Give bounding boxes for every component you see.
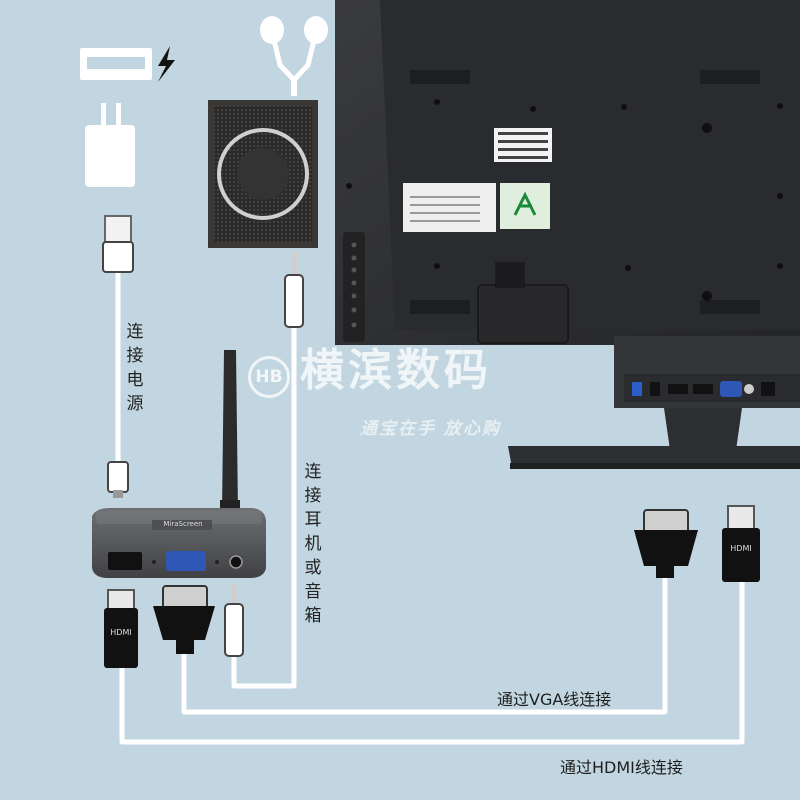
vga-cable [181,560,668,715]
audio-jack [229,555,243,569]
vga-label: 通过VGA线连接 [497,690,612,709]
watermark-subtitle: 通宝在手 放心购 [360,419,501,439]
usb-port-icon [80,48,152,80]
hdmi-plug-tv [722,505,760,582]
hdmi-plug-device [104,589,138,668]
tv-stand-base [508,446,800,468]
cables [115,270,745,745]
tv-back-panel [335,0,800,469]
hdmi-plug-device-text: HDMI [110,628,132,637]
tv-ports [632,381,775,397]
vga-port [166,551,206,571]
vga-plug-device [153,585,215,654]
power-label: 连接电源 [126,322,144,414]
lightning-icon [158,46,175,82]
speaker-icon [208,100,318,248]
vga-plug-tv [634,509,698,578]
usb-a-plug [102,215,134,273]
vesa-holes [346,99,783,301]
audio-cable [231,322,297,689]
mirascreen-adapter [92,350,266,578]
audio-plug-top [284,253,304,328]
watermark-title: 横滨数码 [300,345,492,396]
hdmi-label: 通过HDMI线连接 [560,758,683,777]
antenna [222,350,238,512]
hdmi-port [108,552,142,570]
hdmi-cable [119,582,745,745]
vent-grille [410,70,760,314]
device-brand-label: MiraScreen [163,520,203,528]
rating-label [403,183,496,232]
wall-charger-icon [85,103,135,187]
tv-stand-neck [664,408,742,450]
brand-plate [152,520,212,530]
hdmi-plug-tv-text: HDMI [730,544,752,553]
audio-label: 连接耳机或音箱 [304,462,322,626]
tv-side-buttons [343,232,365,342]
audio-plug-bottom [224,585,244,657]
earphones-icon [260,16,328,96]
micro-usb-plug [107,461,129,498]
watermark-logo: HB [248,356,290,398]
